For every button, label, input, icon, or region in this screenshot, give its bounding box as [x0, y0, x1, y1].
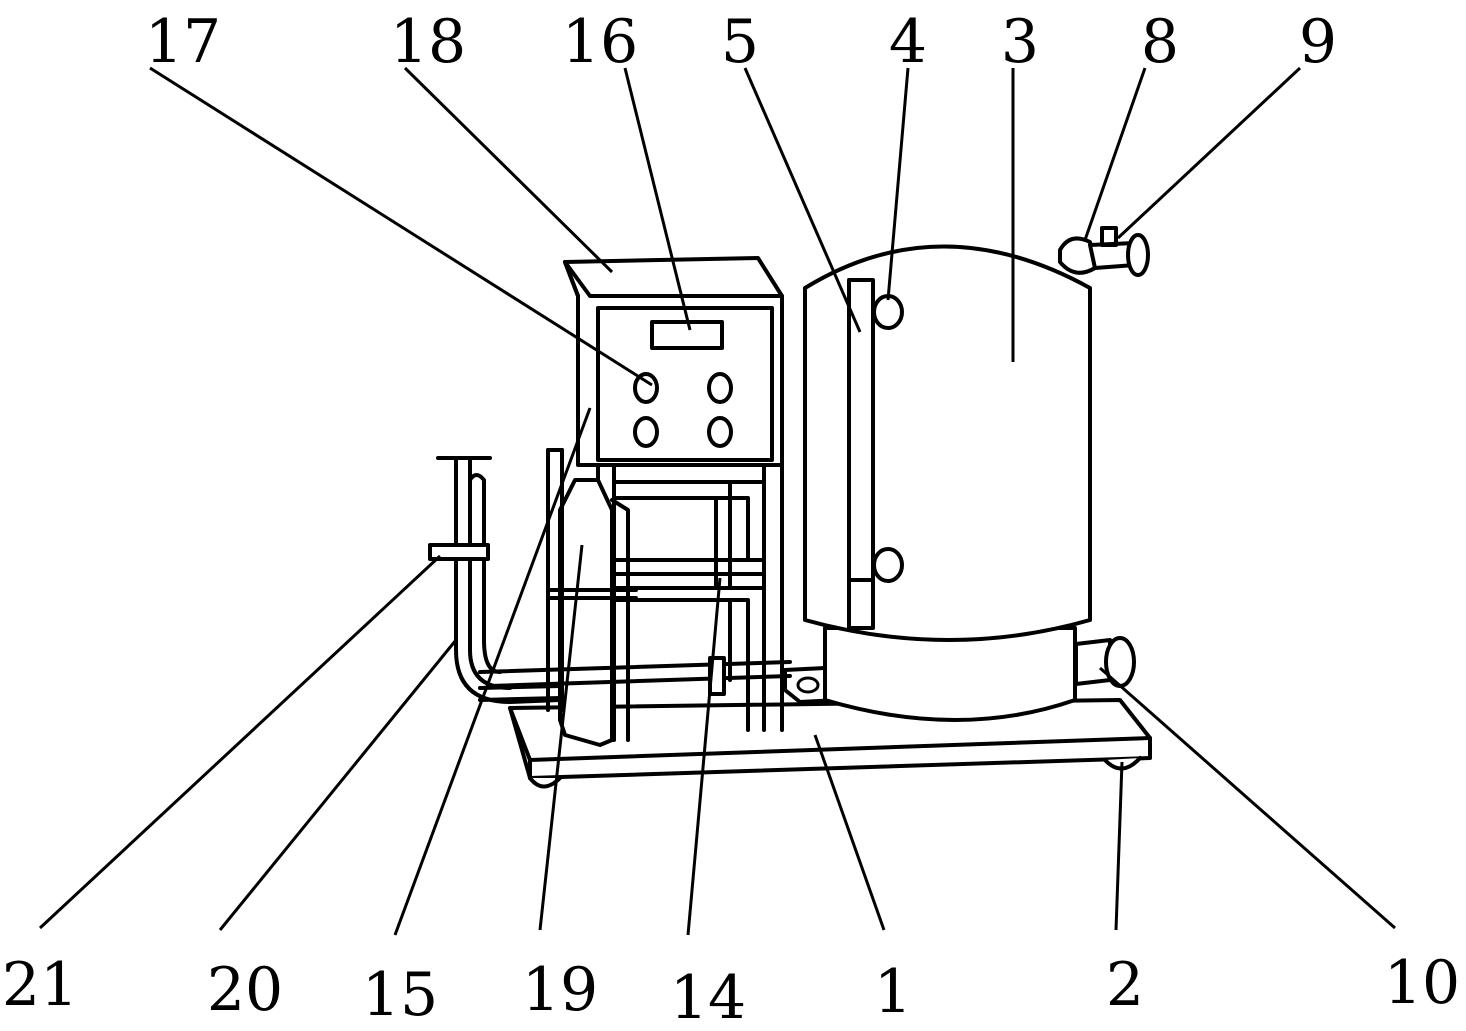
label-20: 20 [207, 955, 283, 1025]
leader-lines [38, 66, 1396, 936]
label-14: 14 [670, 963, 746, 1026]
label-8: 8 [1141, 7, 1179, 77]
knob-1 [633, 372, 659, 404]
gauge-fitting-bottom [872, 547, 904, 583]
storage-tank [803, 226, 1150, 722]
gauge-fitting-top [872, 294, 904, 330]
label-18: 18 [390, 7, 466, 77]
control-box [563, 256, 784, 467]
label-17: 17 [145, 7, 221, 77]
knob-4 [707, 416, 733, 448]
label-2: 2 [1106, 950, 1144, 1020]
gas-cylinder [546, 448, 638, 747]
vertical-pipe [428, 456, 562, 704]
label-1: 1 [874, 957, 912, 1026]
label-21: 21 [2, 950, 78, 1020]
label-16: 16 [562, 7, 638, 77]
label-10: 10 [1384, 948, 1460, 1018]
top-flange [1126, 233, 1150, 277]
knob-2 [707, 372, 733, 404]
reference-numerals: 17 18 16 5 4 3 8 9 21 20 15 19 14 1 2 10 [2, 7, 1460, 1031]
knob-3 [633, 416, 659, 448]
level-gauge [847, 278, 875, 630]
horizontal-pipes [478, 656, 792, 702]
label-4: 4 [889, 7, 927, 77]
label-19: 19 [522, 955, 598, 1025]
label-15: 15 [362, 960, 438, 1026]
label-5: 5 [721, 7, 759, 77]
label-3: 3 [1001, 7, 1039, 77]
pipe-clamp [428, 543, 490, 561]
label-9: 9 [1299, 7, 1337, 77]
